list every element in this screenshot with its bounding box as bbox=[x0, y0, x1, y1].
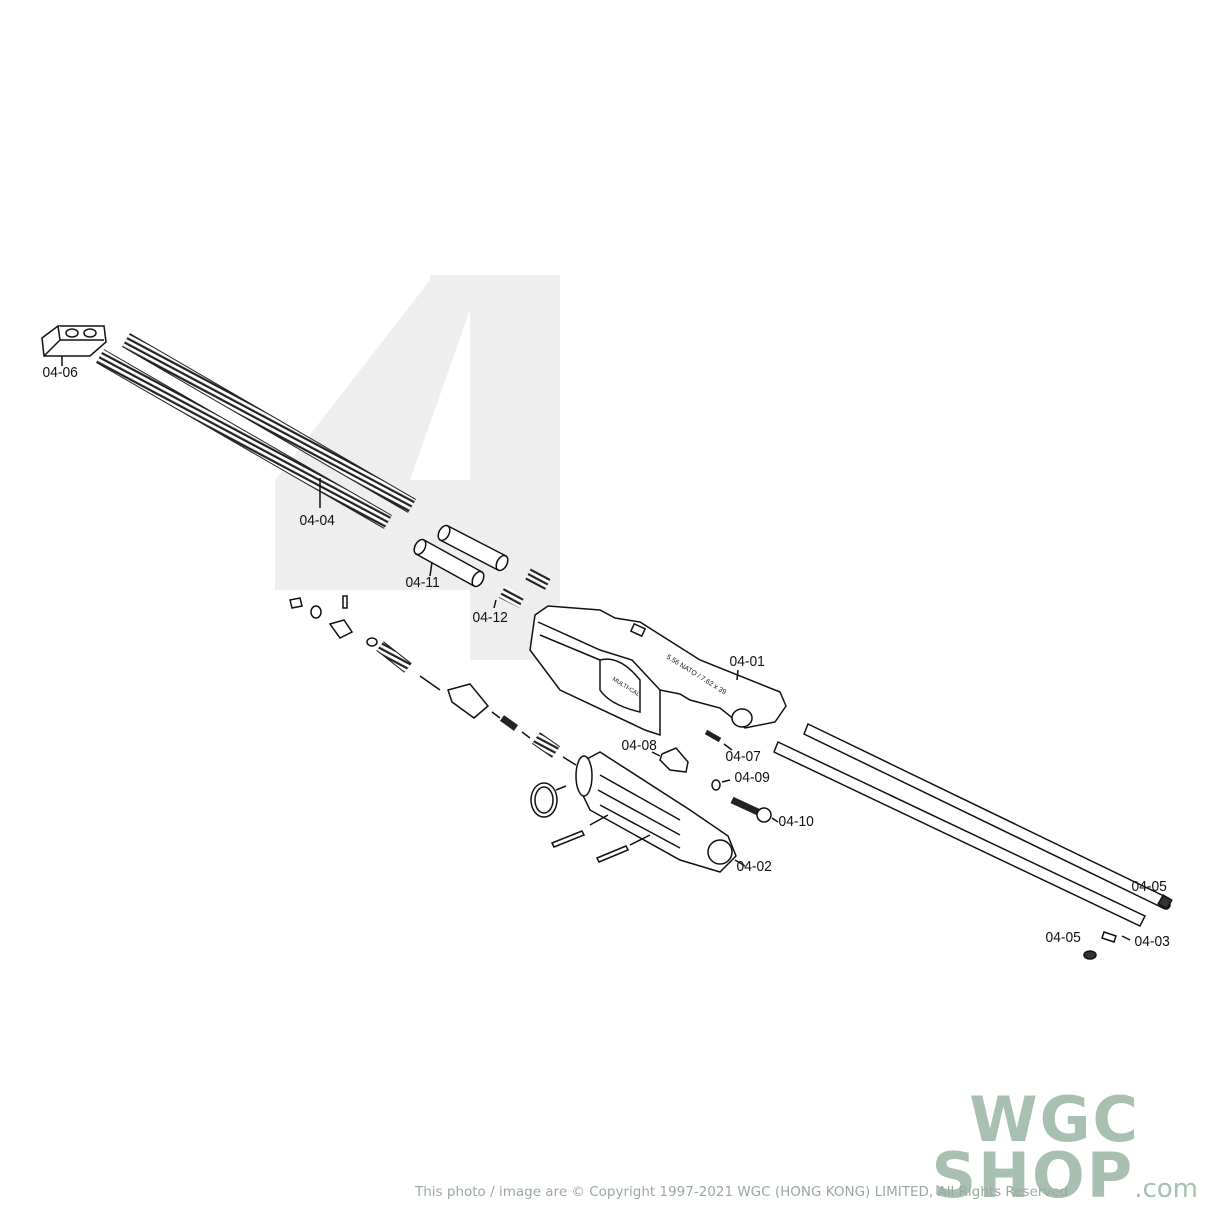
wgc-shop-logo: WGC SHOP.com bbox=[931, 1083, 1199, 1214]
label-04-03: 04-03 bbox=[1134, 933, 1170, 950]
part-04-06-buffer bbox=[41, 325, 107, 366]
label-04-02: 04-02 bbox=[736, 858, 772, 875]
label-04-06: 04-06 bbox=[42, 364, 78, 381]
label-04-08: 04-08 bbox=[621, 737, 657, 754]
label-04-05-bottom: 04-05 bbox=[1045, 929, 1081, 946]
part-04-03-guide-rods bbox=[773, 722, 1173, 960]
small-parts-left bbox=[289, 595, 605, 818]
label-04-11: 04-11 bbox=[405, 574, 440, 591]
copyright-notice: This photo / image are © Copyright 1997-… bbox=[415, 1184, 1069, 1200]
part-04-12-springs bbox=[493, 568, 551, 609]
logo-line2: SHOP bbox=[931, 1139, 1135, 1212]
label-04-10: 04-10 bbox=[778, 813, 814, 830]
part-04-02-bolt bbox=[550, 751, 746, 873]
part-04-04-springs bbox=[96, 333, 417, 529]
logo-line1: WGC bbox=[969, 1083, 1140, 1156]
label-04-05-top: 04-05 bbox=[1131, 878, 1167, 895]
label-04-09: 04-09 bbox=[734, 769, 770, 786]
label-04-12: 04-12 bbox=[472, 609, 508, 626]
label-04-07: 04-07 bbox=[725, 748, 761, 765]
part-04-11-tubes bbox=[413, 524, 509, 588]
label-04-04: 04-04 bbox=[299, 512, 335, 529]
part-04-01-bolt-carrier: MULTI-CAL 5.56 NATO / 7.62 x 39 bbox=[529, 605, 787, 737]
label-04-01: 04-01 bbox=[729, 653, 765, 670]
small-parts-right bbox=[651, 729, 779, 823]
logo-domain: .com bbox=[1134, 1174, 1198, 1204]
